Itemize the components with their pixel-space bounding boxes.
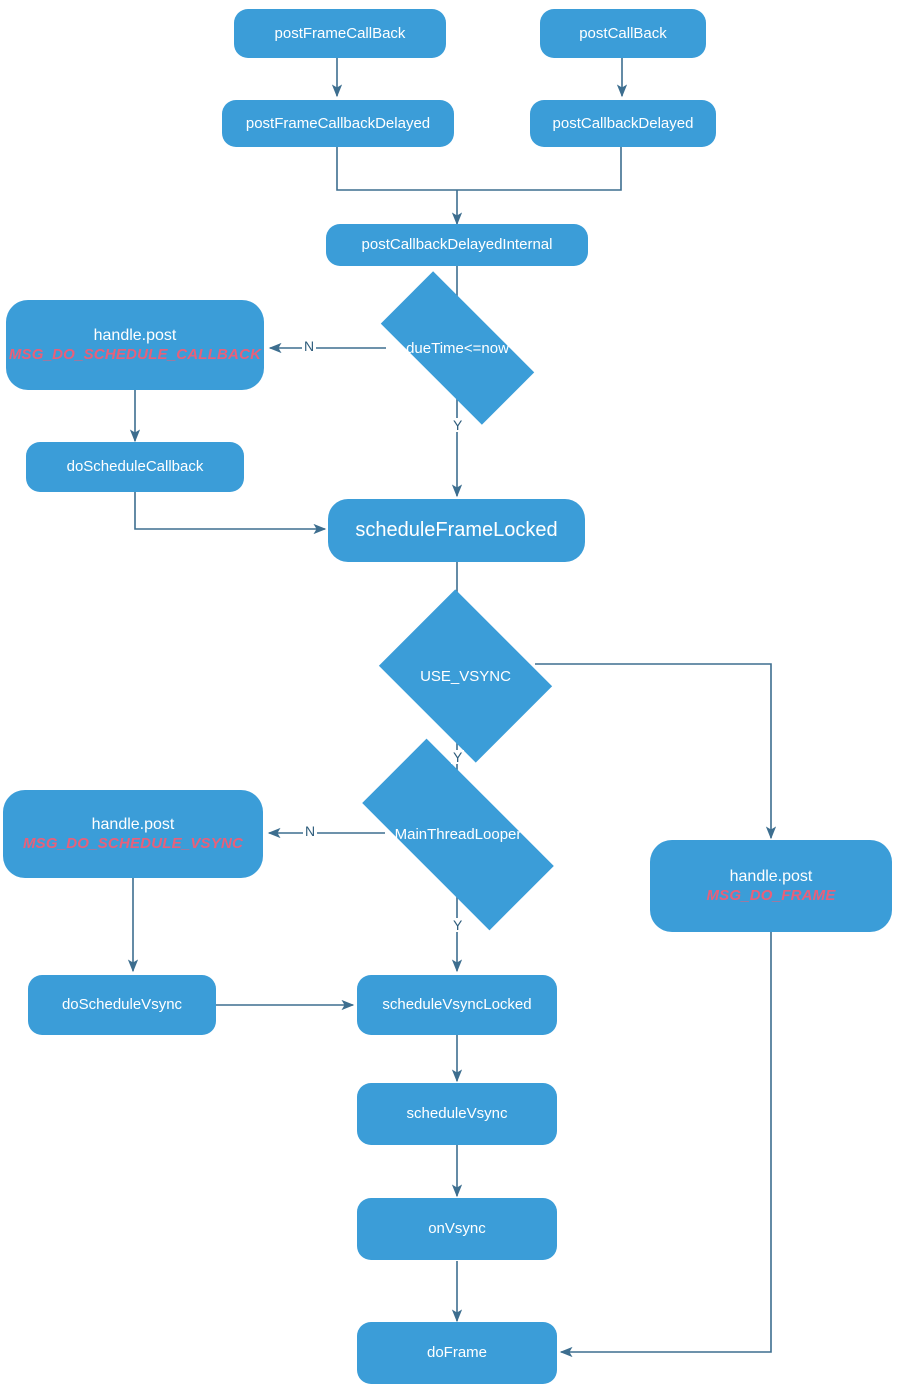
edge-doschedulecallback-to-scheduleframelocked [134, 492, 327, 535]
node-label: doScheduleCallback [66, 458, 204, 476]
decision-mainthreadlooper[interactable]: MainThreadLooper [362, 738, 554, 931]
node-handlepost-msg-do-frame[interactable]: handle.post MSG_DO_FRAME [650, 840, 892, 932]
node-doschedulevsync[interactable]: doScheduleVsync [28, 975, 216, 1035]
node-postframecallback[interactable]: postFrameCallBack [234, 9, 446, 58]
edge-top-merge-bus [336, 147, 622, 191]
node-label: postFrameCallbackDelayed [245, 114, 431, 132]
node-label: scheduleFrameLocked [355, 519, 558, 541]
node-label: onVsync [428, 1220, 486, 1238]
edge-label-duetime-yes: Y [451, 417, 465, 433]
node-label: doFrame [426, 1344, 488, 1362]
edge-usevsync-to-doframe-post [535, 663, 777, 840]
node-label: postFrameCallBack [274, 24, 406, 42]
edge-label-usevsync-yes: Y [451, 749, 465, 765]
decision-use-vsync[interactable]: USE_VSYNC [378, 589, 553, 763]
node-onvsync[interactable]: onVsync [357, 1198, 557, 1260]
edge-label-mainthreadlooper-no: N [303, 823, 318, 839]
node-label: postCallbackDelayedInternal [361, 236, 553, 254]
edge-label-mainthreadlooper-yes: Y [451, 917, 465, 933]
decision-duetime[interactable]: dueTime<=now [380, 271, 535, 425]
decision-label: MainThreadLooper [394, 826, 522, 843]
node-subtitle: MSG_DO_SCHEDULE_VSYNC [22, 834, 244, 852]
node-doframe[interactable]: doFrame [357, 1322, 557, 1384]
decision-label: dueTime<=now [406, 339, 509, 357]
decision-label: USE_VSYNC [420, 667, 511, 685]
node-subtitle: MSG_DO_FRAME [706, 886, 836, 904]
node-label: handle.post [729, 868, 813, 886]
edge-doframe-post-to-doframe [559, 932, 772, 1358]
node-doschedulecallback[interactable]: doScheduleCallback [26, 442, 244, 492]
node-schedulevsynclocked[interactable]: scheduleVsyncLocked [357, 975, 557, 1035]
node-postcallbackdelayedinternal[interactable]: postCallbackDelayedInternal [326, 224, 588, 266]
node-postframecallbackdelayed[interactable]: postFrameCallbackDelayed [222, 100, 454, 147]
node-label: scheduleVsyncLocked [382, 996, 532, 1014]
node-schedulevsync[interactable]: scheduleVsync [357, 1083, 557, 1145]
node-label: scheduleVsync [406, 1105, 508, 1123]
node-handlepost-msg-do-schedule-callback[interactable]: handle.post MSG_DO_SCHEDULE_CALLBACK [6, 300, 264, 390]
node-label: handle.post [93, 327, 177, 345]
node-handlepost-msg-do-schedule-vsync[interactable]: handle.post MSG_DO_SCHEDULE_VSYNC [3, 790, 263, 878]
node-label: handle.post [91, 816, 175, 834]
edge-label-duetime-no: N [302, 338, 317, 354]
node-label: postCallbackDelayed [552, 114, 694, 132]
node-label: doScheduleVsync [61, 996, 183, 1014]
node-postcallbackdelayed[interactable]: postCallbackDelayed [530, 100, 716, 147]
node-postcallback[interactable]: postCallBack [540, 9, 706, 58]
node-label: postCallBack [579, 24, 667, 42]
node-scheduleframelocked[interactable]: scheduleFrameLocked [328, 499, 585, 562]
node-subtitle: MSG_DO_SCHEDULE_CALLBACK [8, 345, 262, 363]
